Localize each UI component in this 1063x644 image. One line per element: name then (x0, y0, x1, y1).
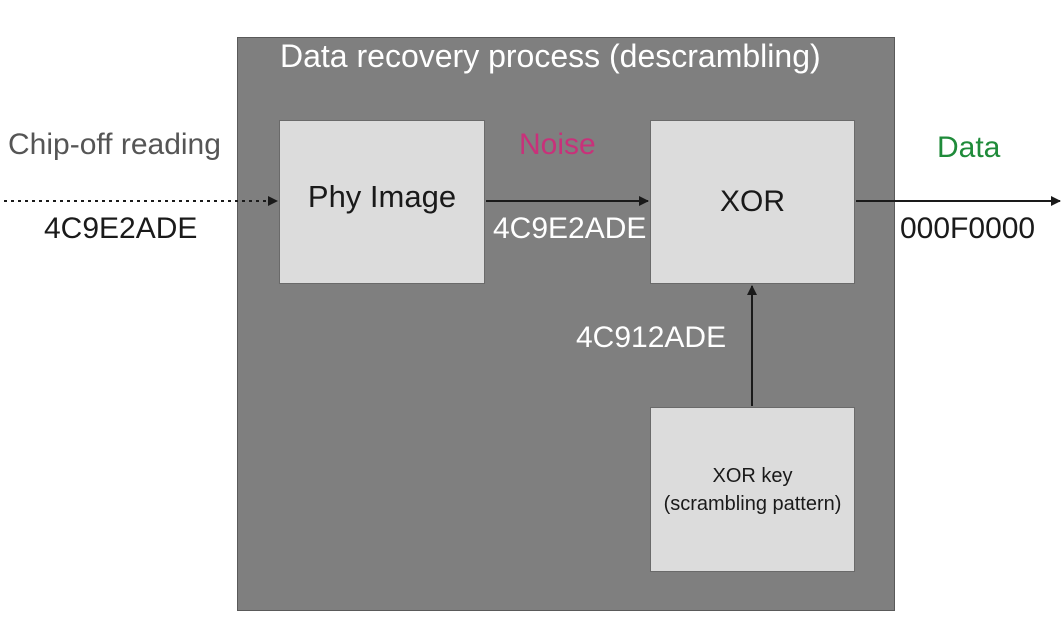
noise-label: Noise (519, 128, 596, 161)
panel-title: Data recovery process (descrambling) (280, 38, 821, 74)
input-hex-value: 4C9E2ADE (44, 212, 198, 245)
phy-image-box: Phy Image (279, 120, 485, 284)
key-hex-value: 4C912ADE (576, 321, 727, 354)
xor-key-label: XOR key (712, 464, 793, 487)
xor-key-box: XOR key (scrambling pattern) (650, 407, 855, 572)
xor-key-sublabel: (scrambling pattern) (663, 492, 842, 515)
xor-box: XOR (650, 120, 855, 284)
output-hex-value: 000F0000 (900, 212, 1036, 245)
chip-off-label: Chip-off reading (8, 128, 221, 161)
noise-hex-value: 4C9E2ADE (493, 212, 647, 245)
data-label: Data (937, 131, 1001, 164)
phy-image-label: Phy Image (307, 179, 457, 214)
xor-label: XOR (719, 185, 785, 218)
